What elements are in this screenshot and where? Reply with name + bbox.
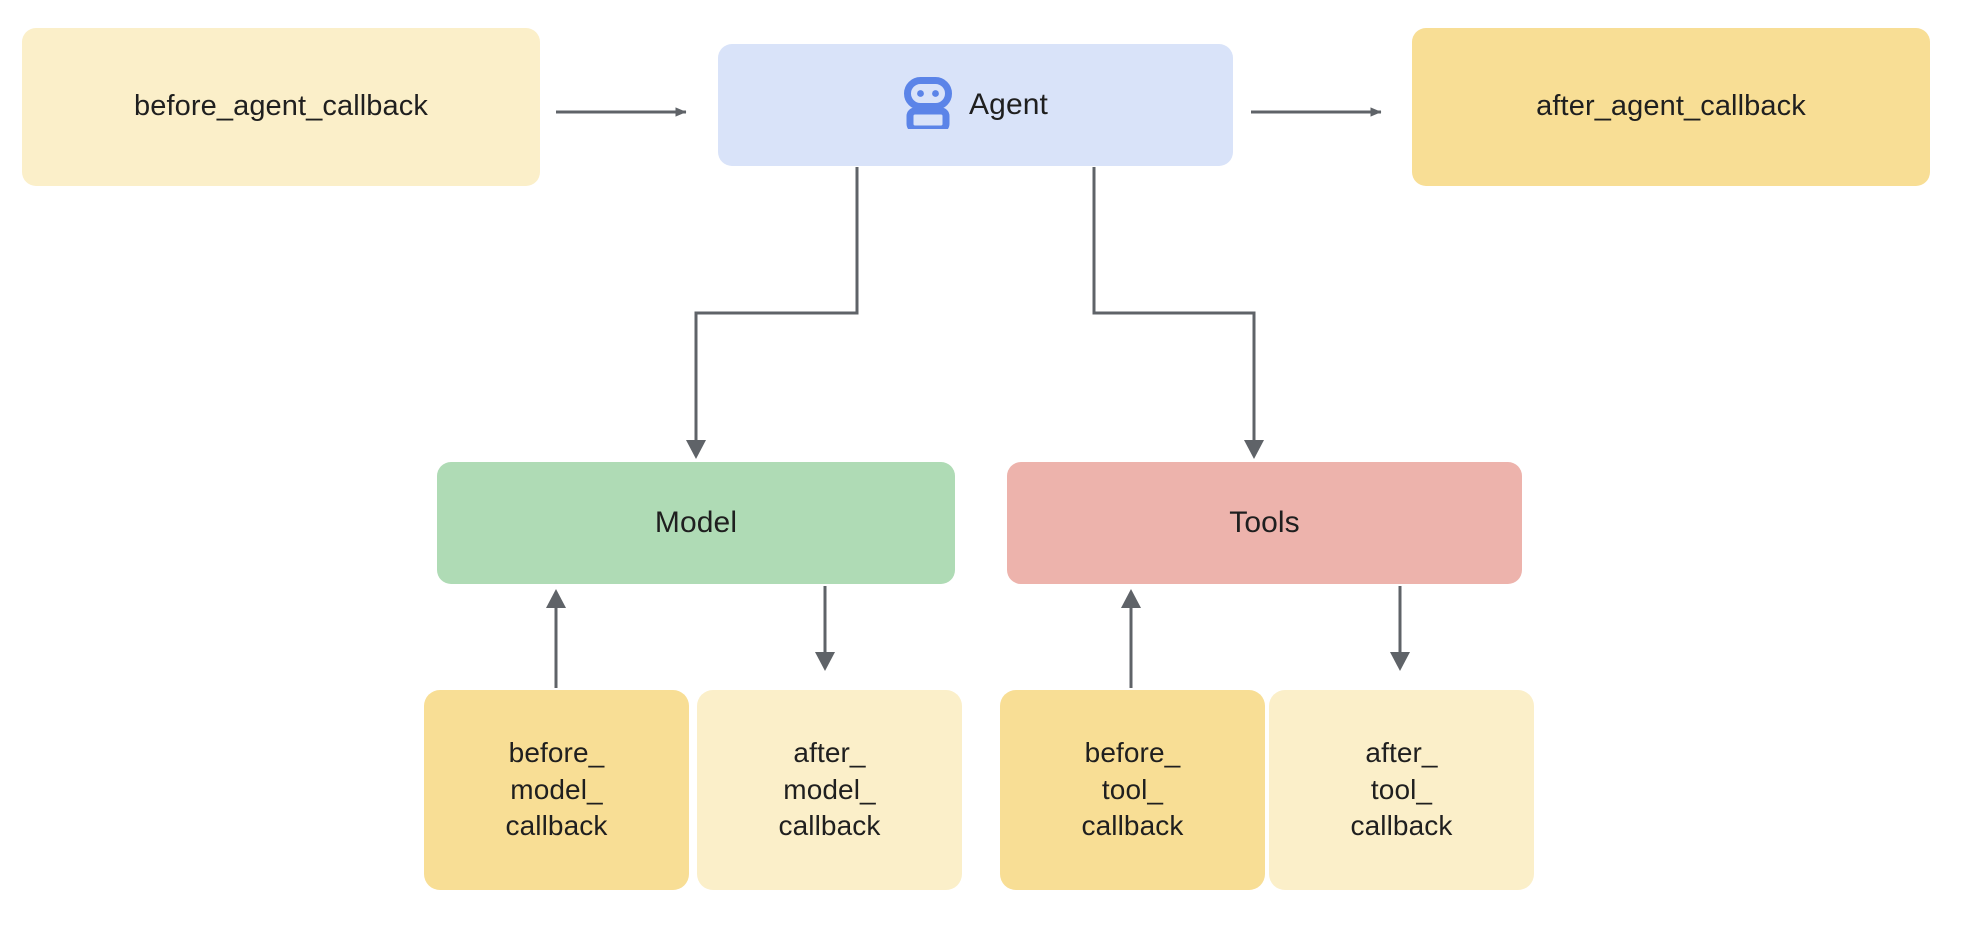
robot-icon — [903, 76, 953, 134]
node-label: Model — [654, 505, 738, 539]
node-label: before_agent_callback — [134, 90, 428, 123]
node-before-agent-callback[interactable]: before_agent_callback — [22, 28, 540, 186]
node-label: after_ tool_ callback — [1350, 737, 1453, 842]
node-label: after_agent_callback — [1536, 90, 1806, 123]
node-before-model-callback[interactable]: before_ model_ callback — [424, 690, 689, 890]
edge-agent-to-tools — [1092, 167, 1256, 440]
node-after-agent-callback[interactable]: after_agent_callback — [1412, 28, 1930, 186]
arrowhead-tools — [1244, 440, 1264, 459]
node-label: Tools — [1229, 505, 1300, 539]
arrowhead-model — [686, 440, 706, 459]
node-model[interactable]: Model — [437, 462, 955, 584]
arrowhead-before-tool — [1121, 589, 1141, 608]
node-before-tool-callback[interactable]: before_ tool_ callback — [1000, 690, 1265, 890]
node-label: Agent — [969, 87, 1048, 121]
arrowhead-before-model — [546, 589, 566, 608]
node-label: before_ tool_ callback — [1081, 737, 1184, 842]
node-after-tool-callback[interactable]: after_ tool_ callback — [1269, 690, 1534, 890]
node-agent[interactable]: Agent — [718, 44, 1233, 166]
node-after-model-callback[interactable]: after_ model_ callback — [697, 690, 962, 890]
edge-agent-to-model — [694, 167, 859, 440]
node-label: before_ model_ callback — [505, 737, 608, 842]
node-label: after_ model_ callback — [778, 737, 881, 842]
node-tools[interactable]: Tools — [1007, 462, 1522, 584]
arrowhead-after-model — [815, 652, 835, 671]
arrowhead-after-tool — [1390, 652, 1410, 671]
